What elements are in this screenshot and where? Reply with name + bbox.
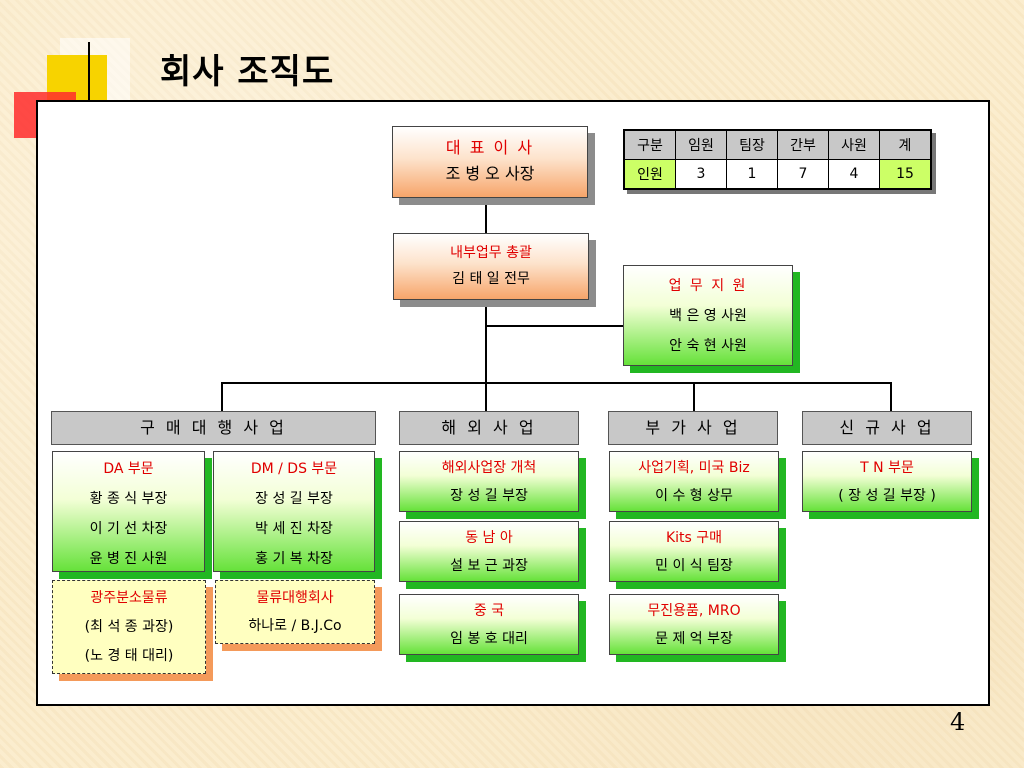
table-cell: 15	[879, 159, 932, 190]
division-purchasing: 구 매 대 행 사 업	[51, 411, 376, 445]
value-added-title: Kits 구매	[665, 530, 723, 546]
table-header-row: 구분 임원 팀장 간부 사원 계	[623, 129, 932, 160]
overseas-name: 임 봉 호 대리	[450, 631, 528, 647]
table-header-cell: 계	[879, 129, 932, 160]
table-cell: 인원	[623, 159, 676, 190]
division-value-added: 부 가 사 업	[608, 411, 778, 445]
da-member: 황 종 식 부장	[89, 491, 168, 507]
logistics-title: 물류대행회사	[256, 590, 334, 606]
value-added-title: 사업기획, 미국 Biz	[638, 460, 750, 476]
internal-name: 김 태 일 전무	[452, 271, 530, 287]
da-dept-title: DA 부문	[103, 461, 154, 477]
table-cell: 3	[675, 159, 727, 190]
value-added-box-2: Kits 구매 민 이 식 팀장	[609, 521, 779, 582]
dmds-member: 박 세 진 차장	[255, 521, 333, 537]
connector-internal-trunk	[485, 300, 487, 383]
table-cell: 1	[726, 159, 778, 190]
value-added-box-3: 무진용품, MRO 문 제 억 부장	[609, 594, 779, 655]
headcount-table: 구분 임원 팀장 간부 사원 계 인원 3 1 7 4 15	[623, 129, 932, 190]
overseas-name: 장 성 길 부장	[450, 488, 528, 504]
division-overseas: 해 외 사 업	[399, 411, 579, 445]
value-added-name: 이 수 형 상무	[655, 488, 733, 504]
overseas-name: 설 보 근 과장	[450, 558, 528, 574]
overseas-title: 동 남 아	[465, 530, 513, 546]
table-cell: 4	[828, 159, 880, 190]
value-added-title: 무진용품, MRO	[647, 603, 741, 619]
table-header-cell: 사원	[828, 129, 880, 160]
value-added-name: 문 제 억 부장	[655, 631, 733, 647]
ceo-box: 대 표 이 사 조 병 오 사장	[392, 126, 588, 198]
table-cell: 7	[777, 159, 829, 190]
connector-div-1	[221, 382, 223, 411]
connector-ceo-internal	[485, 198, 487, 234]
support-member: 안 숙 현 사원	[669, 338, 747, 354]
overseas-box-1: 해외사업장 개척 장 성 길 부장	[399, 451, 579, 512]
connector-division-bar	[221, 382, 892, 384]
internal-affairs-box: 내부업무 총괄 김 태 일 전무	[393, 233, 589, 300]
overseas-box-2: 동 남 아 설 보 근 과장	[399, 521, 579, 582]
decor-line	[88, 42, 90, 120]
ceo-name: 조 병 오 사장	[445, 164, 535, 183]
overseas-title: 중 국	[473, 603, 505, 619]
gwangju-member: (노 경 태 대리)	[84, 648, 174, 664]
slide-title: 회사 조직도	[160, 52, 335, 92]
table-header-cell: 구분	[623, 129, 676, 160]
gwangju-title: 광주분소물류	[90, 590, 168, 606]
table-header-cell: 팀장	[726, 129, 778, 160]
new-business-box: T N 부문 ( 장 성 길 부장 )	[802, 451, 972, 512]
new-business-title: T N 부문	[860, 460, 914, 476]
logistics-member: 하나로 / B.J.Co	[248, 618, 342, 634]
support-title: 업 무 지 원	[668, 278, 748, 294]
connector-support	[485, 325, 625, 327]
da-dept-box: DA 부문 황 종 식 부장 이 기 선 차장 윤 병 진 사원	[52, 451, 205, 572]
da-member: 윤 병 진 사원	[89, 551, 168, 567]
logistics-agency-box: 물류대행회사 하나로 / B.J.Co	[215, 580, 375, 644]
new-business-name: ( 장 성 길 부장 )	[838, 488, 936, 504]
connector-div-3	[693, 382, 695, 411]
gwangju-logistics-box: 광주분소물류 (최 석 종 과장) (노 경 태 대리)	[52, 580, 206, 674]
ceo-title: 대 표 이 사	[445, 138, 535, 157]
dmds-dept-box: DM / DS 부문 장 성 길 부장 박 세 진 차장 홍 기 복 차장	[213, 451, 375, 572]
overseas-box-3: 중 국 임 봉 호 대리	[399, 594, 579, 655]
connector-div-4	[890, 382, 892, 411]
overseas-title: 해외사업장 개척	[441, 460, 537, 476]
division-new-business: 신 규 사 업	[802, 411, 972, 445]
table-header-cell: 임원	[675, 129, 727, 160]
internal-title: 내부업무 총괄	[450, 245, 532, 261]
dmds-member: 홍 기 복 차장	[255, 551, 333, 567]
table-header-cell: 간부	[777, 129, 829, 160]
value-added-box-1: 사업기획, 미국 Biz 이 수 형 상무	[609, 451, 779, 512]
da-member: 이 기 선 차장	[89, 521, 168, 537]
gwangju-member: (최 석 종 과장)	[84, 619, 174, 635]
connector-div-2	[485, 382, 487, 411]
dmds-dept-title: DM / DS 부문	[250, 461, 338, 477]
support-box: 업 무 지 원 백 은 영 사원 안 숙 현 사원	[623, 265, 793, 366]
value-added-name: 민 이 식 팀장	[655, 558, 733, 574]
support-member: 백 은 영 사원	[669, 308, 747, 324]
page-number: 4	[950, 708, 966, 736]
table-row: 인원 3 1 7 4 15	[623, 159, 932, 190]
dmds-member: 장 성 길 부장	[255, 491, 333, 507]
